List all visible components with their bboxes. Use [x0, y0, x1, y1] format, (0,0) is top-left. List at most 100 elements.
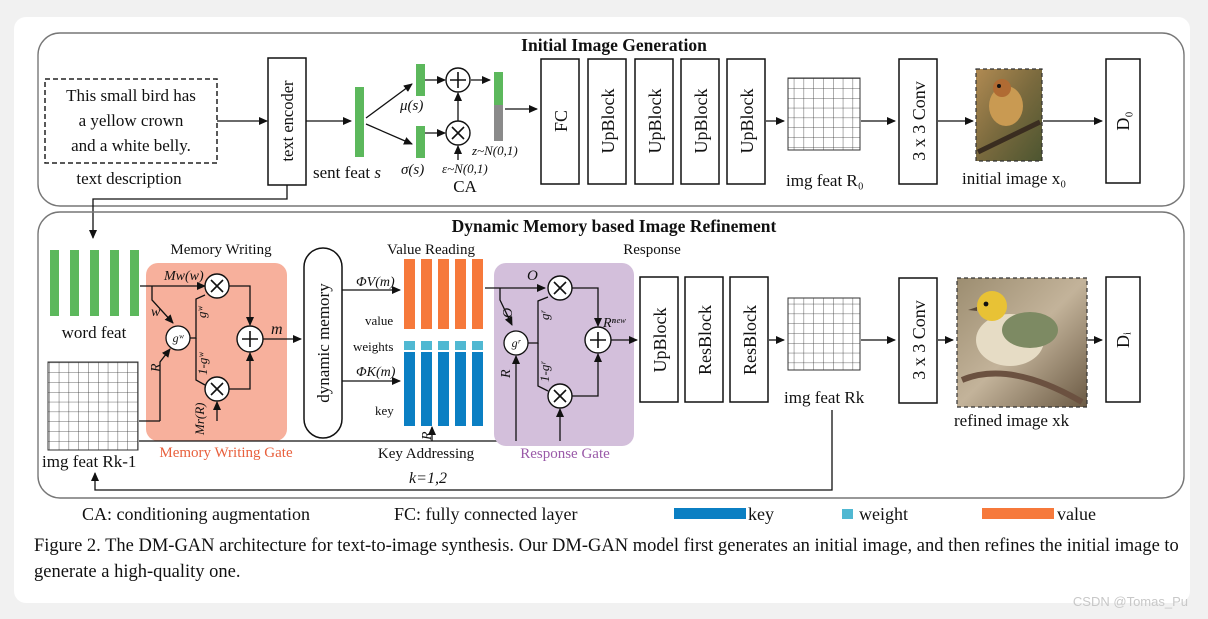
value-bars: [404, 259, 483, 329]
arrow-sent-to-mu: [365, 83, 413, 119]
img-feat-rk-grid: [787, 297, 861, 371]
image-refinement-panel: [37, 211, 1185, 499]
r-label-write: R: [149, 363, 164, 373]
text-description-line-1: This small bird has: [66, 86, 196, 105]
mu-bar: [416, 64, 425, 96]
gw-gate-icon: gʷ: [165, 325, 191, 351]
w-label: w: [151, 305, 161, 320]
weight-squares: [404, 341, 483, 350]
legend-weight-swatch: [842, 509, 853, 519]
arrow-times-bottom-to-plus-r: [572, 353, 602, 397]
text-description-line-2: a yellow crown: [79, 111, 184, 130]
di-box: [1105, 276, 1141, 403]
one-minus-gw-label: 1-gʷ: [195, 352, 210, 375]
upblock-4-label: UpBlock: [737, 89, 757, 154]
weights-label: weights: [353, 339, 393, 354]
response-gate-label: Response Gate: [520, 446, 610, 462]
resblock-1-box: [684, 276, 724, 403]
upblock-1-box: [587, 58, 627, 185]
mw-label: Mw(w): [163, 269, 204, 284]
arrow-encoder-to-wordfeat: [89, 185, 288, 239]
response-gate-bg: [494, 263, 634, 446]
sigma-label: σ(s): [401, 162, 424, 178]
resblock-1-label: ResBlock: [695, 305, 715, 375]
gw-top-label: gʷ: [194, 306, 209, 319]
initial-generation-panel: [37, 32, 1185, 207]
arrow-w-to-gw: [151, 286, 174, 324]
response-times-bottom-icon: [547, 383, 573, 409]
ca-label: CA: [453, 177, 477, 196]
upblock-2-label: UpBlock: [645, 89, 665, 154]
arrow-gw-to-times-top: [190, 294, 206, 339]
legend-key-label: key: [748, 504, 774, 524]
upblock-refine-box: [639, 276, 679, 403]
ca-plus-icon: [445, 67, 471, 93]
arrow-sent-to-sigma: [365, 123, 413, 145]
response-times-top-icon: [547, 275, 573, 301]
m-label: m: [271, 321, 283, 338]
o-label-top: O: [527, 268, 538, 284]
arrow-o-to-gr: [499, 288, 513, 326]
text-description-box: [44, 78, 218, 164]
d0-label: D₀: [1113, 111, 1133, 130]
mu-label: μ(s): [399, 98, 423, 114]
dynamic-memory-label: dynamic memory: [314, 283, 333, 403]
conv-bottom-label: 3 x 3 Conv: [909, 300, 929, 380]
phi-k-label: ΦK(m): [356, 365, 396, 380]
r-label-response: R: [499, 369, 514, 379]
refined-image-label: refined image xk: [954, 411, 1070, 430]
upblock-3-box: [680, 58, 720, 185]
memory-writing-gate-label: Memory Writing Gate: [159, 445, 293, 461]
write-times-top-icon: [204, 273, 230, 299]
response-label: Response: [623, 242, 681, 258]
key-addressing-label: Key Addressing: [378, 446, 475, 462]
gr-gate-icon: gʳ: [503, 330, 529, 356]
arrow-times-bottom-to-plus: [229, 352, 254, 390]
memory-writing-gate-bg: [146, 263, 287, 441]
legend-value-label: value: [1057, 504, 1096, 524]
conv-top-box: [898, 58, 938, 185]
legend-value-swatch: [982, 508, 1054, 519]
svg-text:gʳ: gʳ: [512, 336, 522, 350]
upblock-1-label: UpBlock: [598, 89, 618, 154]
gr-top-label: gʳ: [537, 310, 552, 321]
legend-weight-label: weight: [859, 504, 908, 524]
arrow-gr-to-times-top: [528, 296, 549, 344]
conv-top-label: 3 x 3 Conv: [909, 81, 929, 161]
resblock-2-label: ResBlock: [740, 305, 760, 375]
epsilon-label: ε~N(0,1): [442, 161, 488, 176]
sent-feat-label: sent feat s: [313, 163, 381, 182]
mr-label: Mr(R): [192, 403, 207, 437]
legend-fc: FC: fully connected layer: [394, 504, 577, 524]
feedback-loop-arrow: [91, 410, 833, 491]
phi-v-label: ΦV(m): [356, 275, 395, 290]
key-bars: [404, 352, 483, 426]
bottom-panel-title: Dynamic Memory based Image Refinement: [452, 216, 777, 236]
upblock-4-box: [726, 58, 766, 185]
legend-ca: CA: conditioning augmentation: [82, 504, 310, 524]
write-plus-icon: [236, 325, 264, 353]
arrow-gw-to-times-bottom: [195, 338, 206, 386]
value-label: value: [365, 313, 393, 328]
o-label-side: O: [501, 308, 516, 318]
watermark: CSDN @Tomas_Pu: [1072, 594, 1188, 609]
dynamic-memory-box: [303, 247, 343, 439]
z-label: z~N(0,1): [471, 143, 518, 158]
img-feat-rk-label: img feat Rk: [784, 388, 865, 407]
upblock-2-box: [634, 58, 674, 185]
di-label: Dᵢ: [1113, 332, 1133, 348]
upblock-3-label: UpBlock: [691, 89, 711, 154]
text-description-label: text description: [76, 169, 182, 188]
img-feat-rk1-label: img feat Rk-1: [42, 452, 136, 471]
arrow-times-top-to-plus: [229, 285, 254, 326]
img-feat-r0-grid: [787, 77, 861, 151]
k-eq-label: k=1,2: [409, 470, 447, 487]
svg-text:gʷ: gʷ: [173, 331, 185, 345]
conv-bottom-box: [898, 277, 938, 404]
r-new-label: Rⁿᵉʷ: [602, 316, 627, 331]
figure-caption: Figure 2. The DM-GAN architecture for te…: [34, 536, 1179, 582]
concat-bar-green: [494, 72, 503, 105]
sent-feat-bar: [355, 87, 364, 157]
resblock-2-box: [729, 276, 769, 403]
